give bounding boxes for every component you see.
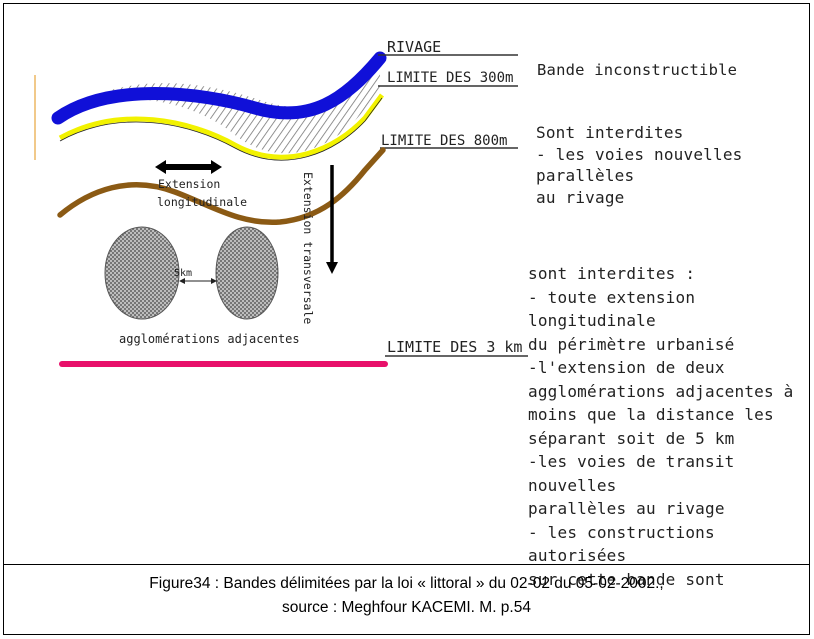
note-3km-line: - toute extension longitudinale (528, 287, 696, 331)
extension-longitudinale-label-1: Extension (158, 177, 220, 191)
limite-800-label: LIMITE DES 800m (381, 133, 507, 149)
note-3km-line: agglomérations adjacentes à (528, 381, 794, 401)
note-800-line: Sont interdites (536, 123, 684, 142)
note-3km-line: - les constructions autorisées (528, 522, 715, 566)
extension-transversale-label: Extension transversale (301, 172, 315, 324)
note-bande-3km: sont interdites : - toute extension long… (528, 262, 814, 591)
agglomerations-label: agglomérations adjacentes (119, 332, 300, 346)
note-3km-line: sont interdites : (528, 264, 696, 283)
limite-300-line (58, 93, 385, 160)
caption-line-1: Figure34 : Bandes délimitées par la loi … (149, 575, 664, 592)
note-bande-800: Sont interdites - les voies nouvelles pa… (536, 122, 814, 208)
agglomeration-right (215, 226, 279, 320)
note-3km-line: parallèles au rivage (528, 499, 725, 518)
note-3km-line: -les voies de transit nouvelles (528, 452, 735, 495)
agglomeration-left (104, 226, 180, 320)
limite-300-label: LIMITE DES 300m (387, 70, 513, 86)
note-800-line: - les voies nouvelles parallèles (536, 144, 743, 186)
caption-divider (3, 564, 810, 565)
caption-line-2: source : Meghfour KACEMI. M. p.54 (282, 599, 531, 616)
note-3km-line: sur cette bande sont (528, 569, 725, 589)
note-3km-line: -l'extension de deux (528, 358, 725, 377)
extension-longitudinale-label-2: longitudinale (157, 195, 247, 209)
limite-300-outline (59, 97, 383, 161)
note-3km-line: séparant soit de 5 km (528, 428, 735, 448)
figure-caption: Figure34 : Bandes délimitées par la loi … (3, 572, 810, 620)
limite-3km-label: LIMITE DES 3 km (387, 338, 522, 356)
note-bande-300: Bande inconstructible (537, 61, 738, 79)
limite-800-line (57, 147, 386, 226)
littoral-diagram: RIVAGE LIMITE DES 300m LIMITE DES 800m L… (34, 38, 528, 367)
note-3km-line: moins que la distance les (528, 405, 774, 424)
rivage-line (51, 51, 387, 125)
distance-label: 5km (174, 268, 192, 279)
note-3km-line: du périmètre urbanisé (528, 334, 735, 354)
note-800-line: au rivage (536, 187, 625, 207)
rivage-label: RIVAGE (387, 38, 441, 56)
